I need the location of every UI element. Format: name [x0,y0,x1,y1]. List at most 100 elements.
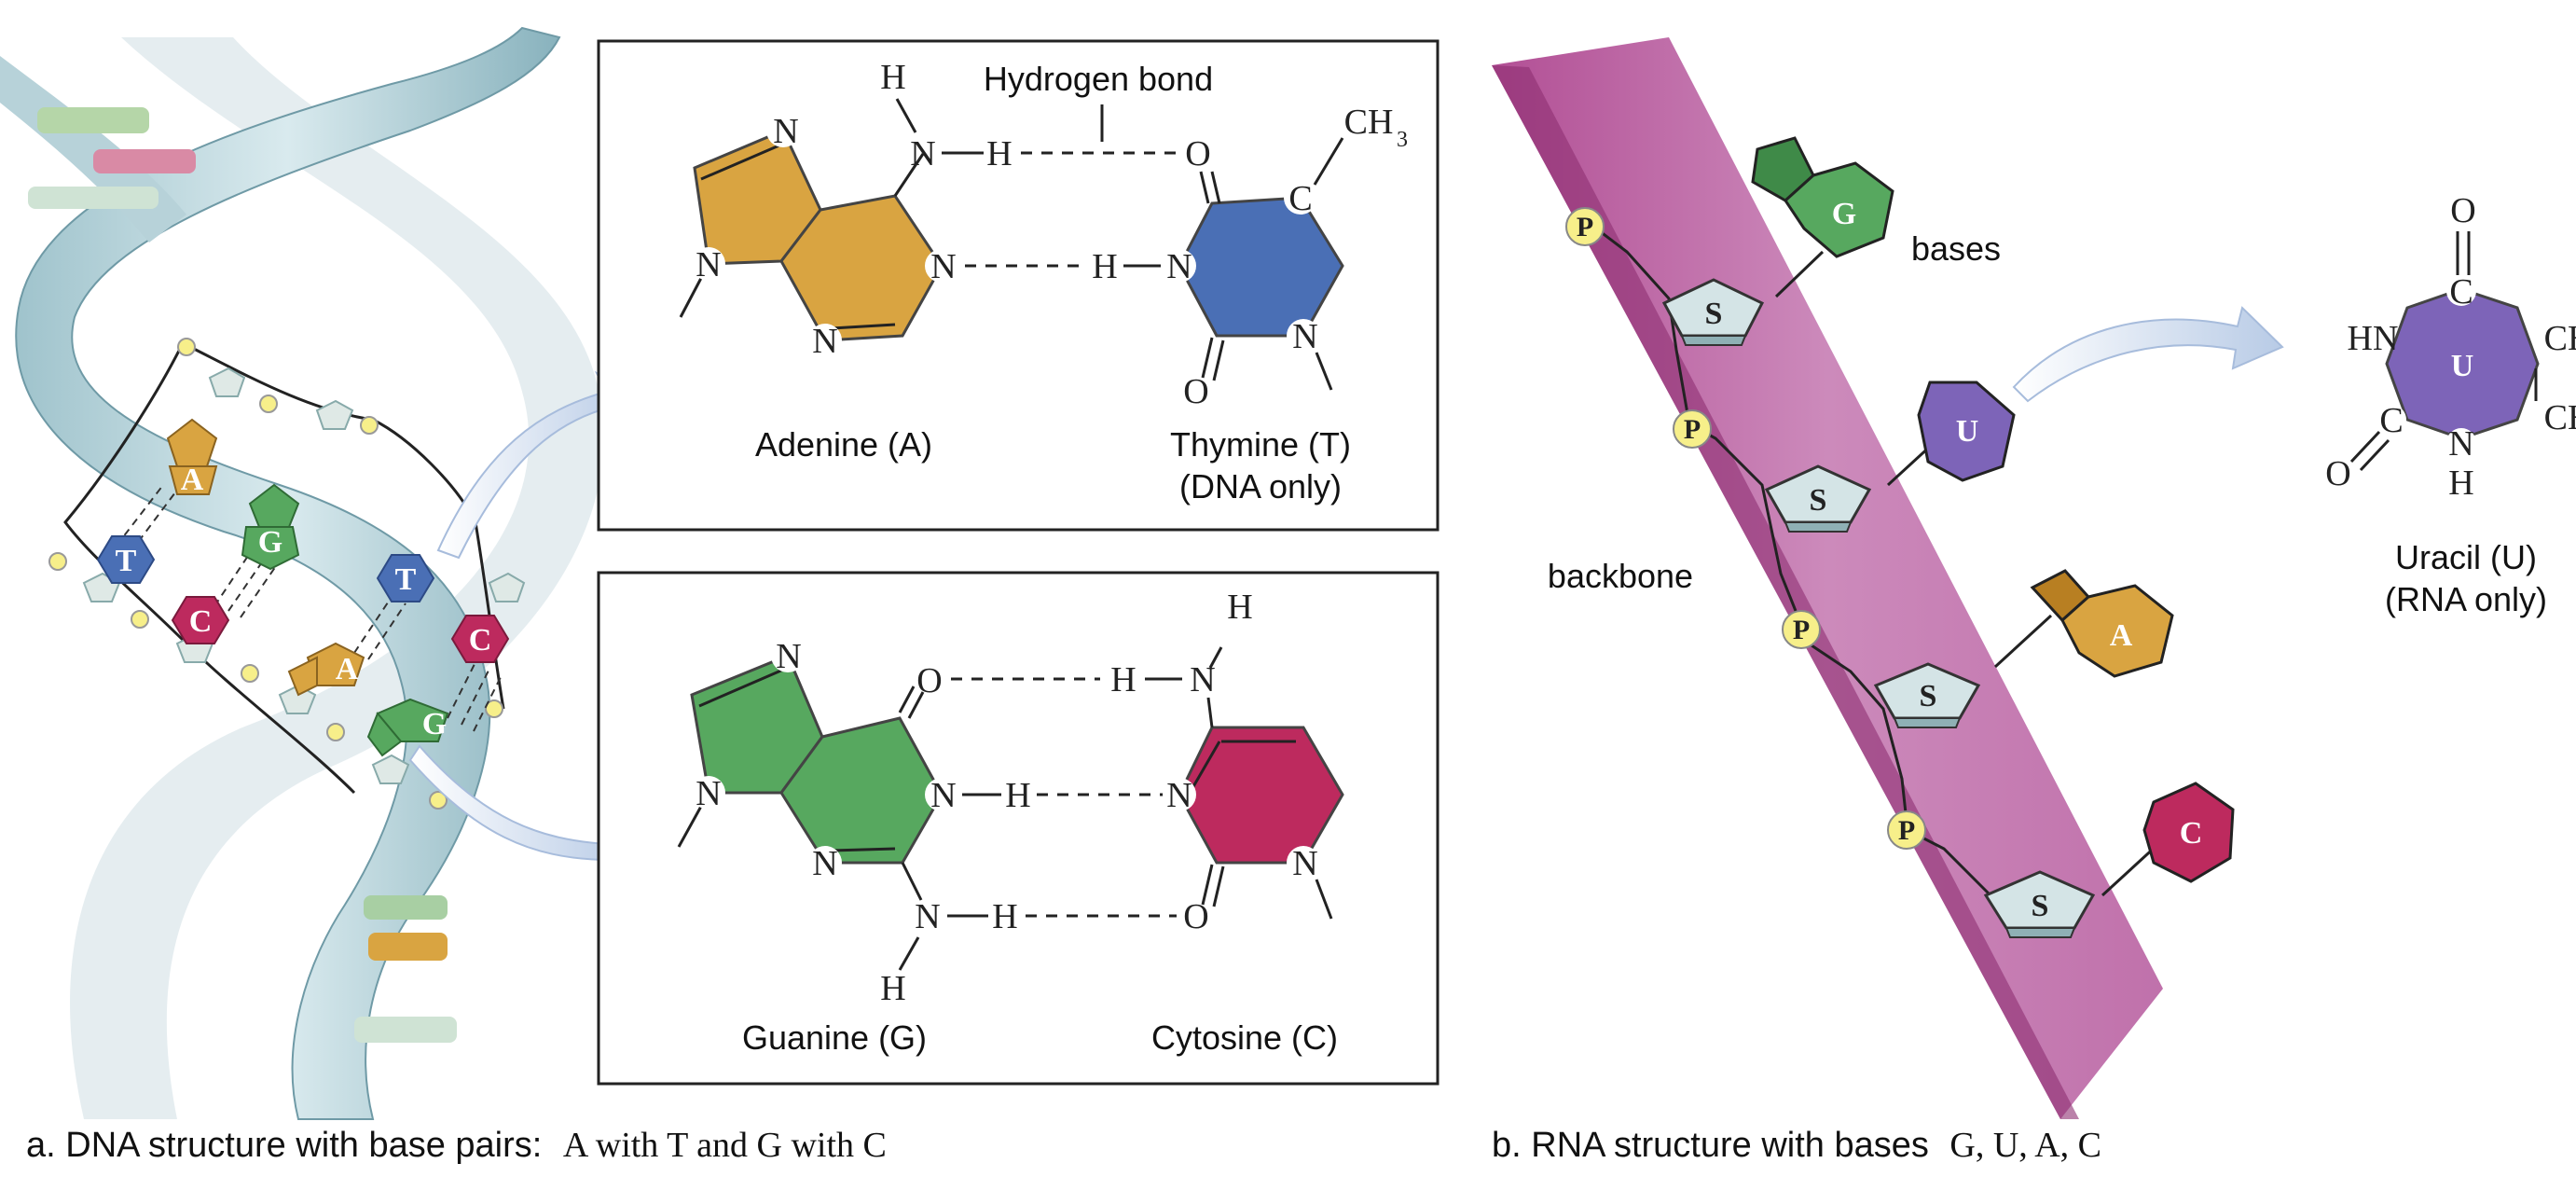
guanine-N1: N [930,776,956,815]
helix-label-T2: T [395,562,417,597]
rna-base-G: G [1751,136,1894,258]
rna-phosphate-label-1: P [1577,212,1593,242]
rna-base-label-G: G [1832,197,1856,231]
helix-phosphates [48,338,503,810]
cytosine-O2: O [1183,897,1208,936]
caption-a-lead: a. DNA structure with base pairs: [26,1126,542,1165]
guanine-amine-N: N [915,897,940,936]
thymine-H: H [1092,247,1117,286]
adenine-amine-N: N [910,134,935,173]
adenine-N1: N [930,247,956,286]
adenine-N7: N [773,112,798,151]
uracil-H-lower: H [2448,464,2473,503]
helix-base-A2: A [287,642,365,697]
rna-base-A: A [2030,569,2174,678]
cytosine-N3: N [1166,776,1192,815]
rna-base-label-A: A [2110,618,2133,653]
cytosine-N1: N [1292,844,1317,883]
uracil-note: (RNA only) [2385,580,2547,618]
helix-base-T2: T [376,554,435,602]
helix-label-A1: A [181,463,204,497]
thymine-CH: CH [1344,103,1394,142]
guanine-N9: N [696,774,721,813]
adenine-name: Adenine (A) [755,425,932,464]
cytosine-amine-H: H [1110,660,1136,699]
caption-a: a. DNA structure with base pairs: A with… [26,1126,887,1165]
rna-phosphate-label-4: P [1898,815,1915,846]
adenine-amine-H: H [986,134,1012,173]
bases-label: bases [1911,229,2001,268]
hydrogen-bond-label: Hydrogen bond [984,60,1213,98]
uracil-ring-label: U [2451,349,2474,383]
thymine-note: (DNA only) [1179,467,1342,505]
guanine-cytosine-box: N N N N O H N H H N H H N N O [597,571,1440,1086]
rna-sugar-1: S [1661,278,1765,346]
rna-phosphate-4: P [1887,810,1926,850]
helix-label-G2: G [422,707,447,741]
adenine-amine-H-top: H [880,58,905,97]
helix-base-T1: T [96,535,156,584]
rna-sugar-2: S [1764,464,1872,533]
rna-base-C: C [2142,782,2235,883]
helix-label-C2: C [469,623,492,658]
guanine-amine-H-bottom: H [880,969,905,1008]
rna-phosphate-label-3: P [1793,615,1810,645]
backbone-label: backbone [1548,557,1693,595]
rna-base-U: U [1917,381,2016,482]
helix-label-A2: A [336,652,359,686]
rna-phosphate-label-2: P [1684,414,1701,445]
thymine-name: Thymine (T) [1170,425,1351,464]
rna-sugar-4: S [1983,870,2096,938]
caption-b: b. RNA structure with bases G, U, A, C [1492,1126,2101,1165]
guanine-N3: N [812,844,837,883]
guanine-name: Guanine (G) [742,1018,927,1057]
rung-top-1 [37,107,149,133]
rna-sugar-label-4: S [2032,889,2049,923]
arrow-to-uracil [2012,306,2284,403]
rung-top-3 [28,187,158,209]
helix-base-G2: G [366,698,449,757]
guanine-amine-H: H [992,897,1017,936]
caption-b-tail: G, U, A, C [1949,1126,2101,1165]
rna-base-label-U: U [1956,414,1979,449]
thymine-N3: N [1166,247,1192,286]
thymine-CH-subscript: 3 [1397,128,1408,152]
rung-bottom-3 [354,1017,457,1043]
rna-phosphate-1: P [1565,207,1605,246]
rung-bottom-2 [368,933,448,961]
rna-sugar-3: S [1873,662,1981,728]
helix-base-pair-links [116,484,503,732]
uracil-N-lower: N [2448,424,2473,464]
guanine-N7: N [776,637,801,676]
rna-sugar-label-1: S [1705,297,1723,331]
helix-base-A1: A [166,418,218,497]
uracil-O-lower: O [2325,454,2350,493]
rna-sugar-label-3: S [1920,679,1937,713]
uracil-CH-lower: CH [2544,398,2576,437]
helix-base-G1: G [241,483,300,571]
uracil-structure: U O C HN CH CH C O N H Uracil (U) (RNA o… [2325,191,2576,618]
guanine-H1: H [1005,776,1030,815]
dna-helix: A T G C C A T G [0,26,604,1120]
caption-b-lead: b. RNA structure with bases [1492,1126,1929,1165]
helix-label-C1: C [189,604,213,639]
thymine-C5: C [1288,179,1312,218]
cytosine-amine-H-top: H [1227,588,1252,627]
uracil-name: Uracil (U) [2395,538,2537,576]
thymine-O2: O [1183,372,1208,411]
adenine-N3: N [812,322,837,361]
rna-sugar-label-2: S [1810,483,1827,518]
uracil-CH-upper: CH [2544,319,2576,358]
thymine-O4: O [1185,134,1210,173]
rna-phosphate-2: P [1673,409,1712,449]
adenine-thymine-box: N N N N N H H Hydrogen bond O H N C CH 3… [597,39,1440,532]
rung-bottom-1 [364,895,448,920]
uracil-O-top: O [2450,191,2475,230]
cytosine-name: Cytosine (C) [1151,1018,1338,1057]
helix-label-G1: G [258,525,282,560]
thymine-N1: N [1292,317,1317,356]
rna-phosphate-3: P [1782,610,1821,649]
helix-ribbon-back [70,37,604,1119]
rna-base-label-C: C [2180,816,2203,851]
